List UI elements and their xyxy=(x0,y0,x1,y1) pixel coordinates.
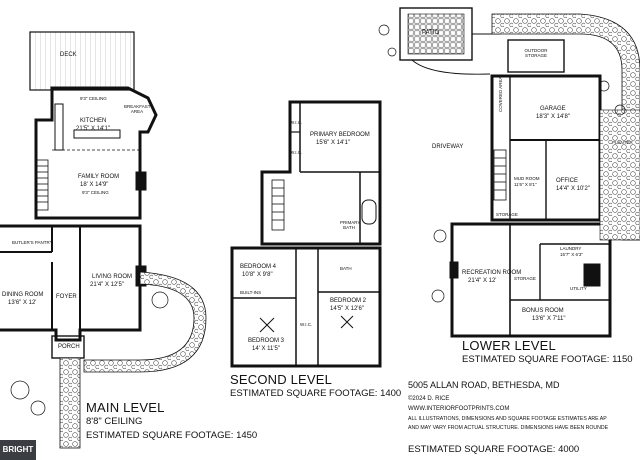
living-room-dimensions: 21'4" X 12'5" xyxy=(90,282,124,288)
main-level-title: MAIN LEVEL xyxy=(86,400,165,415)
lower-level-title: LOWER LEVEL xyxy=(462,338,556,353)
property-address: 5005 ALLAN ROAD, BETHESDA, MD xyxy=(408,380,560,390)
total-sqft: ESTIMATED SQUARE FOOTAGE: 4000 xyxy=(408,444,580,455)
main-level-sqft: ESTIMATED SQUARE FOOTAGE: 1450 xyxy=(86,430,258,441)
room-bedroom-2: BEDROOM 2 xyxy=(330,298,367,304)
planter: PLANTER xyxy=(612,140,633,145)
disclaimer-line-1: ALL ILLUSTRATIONS, DIMENSIONS AND SQUARE… xyxy=(408,416,607,422)
bedroom-4-dimensions: 10'8" X 9'8" xyxy=(242,272,273,278)
room-bedroom-4: BEDROOM 4 xyxy=(240,264,277,270)
kitchen-ceiling: 9'3" CEILING xyxy=(80,96,107,101)
room-laundry: LAUNDRY xyxy=(560,246,582,251)
main-level-plan xyxy=(0,31,207,449)
room-bonus-room: BONUS ROOM xyxy=(522,308,564,314)
room-utility: UTILITY xyxy=(570,286,587,291)
room-garage: GARAGE xyxy=(540,106,566,112)
office-dimensions: 14'4" X 10'2" xyxy=(556,186,590,192)
dining-room-dimensions: 13'6" X 12' xyxy=(8,300,37,306)
recreation-room-dimensions: 21'4" X 12' xyxy=(468,278,497,284)
built-ins: BUILT-INS xyxy=(240,290,262,295)
room-foyer: FOYER xyxy=(56,294,77,300)
family-room-ceiling: 9'3" CEILING xyxy=(82,190,109,195)
room-wic-3: W.I.C. xyxy=(300,322,313,327)
room-bath: BATH xyxy=(340,266,352,271)
disclaimer-line-2: AND MAY VARY FROM ACTUAL STRUCTURE. DIME… xyxy=(408,425,609,431)
room-primary-bath: PRIMARY BATH xyxy=(340,220,361,230)
covered-area: COVERED AREA xyxy=(498,76,503,112)
driveway: DRIVEWAY xyxy=(432,144,464,150)
room-patio: PATIO xyxy=(422,30,440,36)
bedroom-3-dimensions: 14' X 11'5" xyxy=(252,346,280,352)
main-level-ceiling: 8'8" CEILING xyxy=(86,416,143,427)
family-room-dimensions: 18' X 14'9" xyxy=(80,182,109,188)
room-family-room: FAMILY ROOM xyxy=(78,174,120,180)
room-porch: PORCH xyxy=(58,344,80,350)
room-butlers-pantry: BUTLER'S PANTRY xyxy=(12,240,53,245)
bright-mls-badge: BRIGHT MLS xyxy=(0,440,36,460)
second-level-plan xyxy=(230,100,382,368)
room-storage-1: STORAGE xyxy=(496,212,518,217)
room-bedroom-3: BEDROOM 3 xyxy=(248,338,285,344)
room-wic-2: W.I.C. xyxy=(290,150,303,155)
room-storage-2: STORAGE xyxy=(514,276,536,281)
room-wic-1: W.I.C. xyxy=(290,120,303,125)
lower-level-sqft: ESTIMATED SQUARE FOOTAGE: 1150 xyxy=(462,354,633,365)
mud-room-dimensions: 11'6" X 8'1" xyxy=(514,182,537,187)
room-deck: DECK xyxy=(60,52,77,58)
second-level-title: SECOND LEVEL xyxy=(230,372,333,387)
room-primary-bedroom: PRIMARY BEDROOM xyxy=(310,132,370,138)
garage-dimensions: 18'3" X 14'8" xyxy=(536,114,570,120)
room-kitchen: KITCHEN xyxy=(80,118,107,124)
room-recreation-room: RECREATION ROOM xyxy=(462,270,522,276)
room-mud-room: MUD ROOM xyxy=(514,176,540,181)
room-dining-room: DINING ROOM xyxy=(2,292,44,298)
laundry-dimensions: 15'7" X 6'3" xyxy=(560,252,583,257)
room-office: OFFICE xyxy=(556,178,578,184)
room-living-room: LIVING ROOM xyxy=(92,274,133,280)
kitchen-dimensions: 21'5" X 14'1" xyxy=(76,126,110,132)
room-outdoor-storage: OUTDOOR STORAGE xyxy=(524,48,548,58)
bedroom-2-dimensions: 14'5" X 12'6" xyxy=(330,306,364,312)
second-level-sqft: ESTIMATED SQUARE FOOTAGE: 1400 xyxy=(230,388,402,399)
copyright: ©2024 D. RICE xyxy=(408,396,450,402)
lower-level-plan xyxy=(378,7,640,338)
website: WWW.INTERIORFOOTPRINTS.COM xyxy=(408,406,510,412)
bonus-room-dimensions: 13'6" X 7'11" xyxy=(532,316,566,322)
room-breakfast-area: BREAKFAST AREA xyxy=(124,104,151,114)
primary-bedroom-dimensions: 15'6" X 14'1" xyxy=(316,140,350,146)
